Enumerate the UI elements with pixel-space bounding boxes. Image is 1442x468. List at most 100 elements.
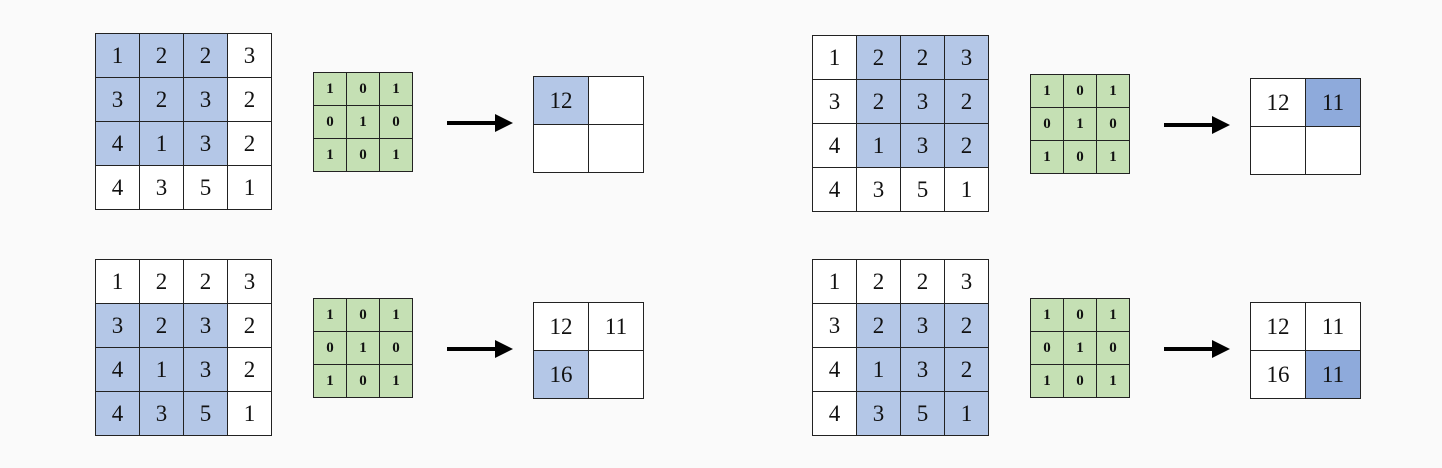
kernel-cell: 1 — [380, 299, 412, 331]
input-cell-highlighted: 2 — [945, 348, 988, 391]
output-cell: 16 — [1251, 351, 1305, 398]
kernel-cell: 1 — [347, 332, 379, 364]
input-cell: 2 — [228, 304, 271, 347]
input-cell-highlighted: 2 — [857, 80, 900, 123]
input-cell: 1 — [228, 166, 271, 209]
input-cell: 3 — [140, 166, 183, 209]
input-cell: 1 — [813, 260, 856, 303]
input-cell-highlighted: 2 — [140, 34, 183, 77]
input-cell-highlighted: 4 — [96, 348, 139, 391]
input-cell-highlighted: 3 — [901, 304, 944, 347]
input-cell-highlighted: 1 — [857, 124, 900, 167]
kernel-cell: 0 — [347, 365, 379, 397]
kernel-cell: 0 — [1031, 108, 1063, 140]
kernel-cell: 0 — [347, 299, 379, 331]
output-cell: 12 — [534, 303, 588, 350]
kernel-cell: 0 — [314, 332, 346, 364]
output-cell: 11 — [589, 303, 643, 350]
kernel-cell: 1 — [314, 139, 346, 171]
input-cell-highlighted: 2 — [857, 36, 900, 79]
input-cell-highlighted: 3 — [140, 392, 183, 435]
kernel-cell: 1 — [1031, 365, 1063, 397]
kernel-cell: 0 — [347, 139, 379, 171]
input-cell-highlighted: 3 — [184, 304, 227, 347]
right-arrow-icon — [1164, 340, 1230, 358]
input-cell: 1 — [228, 392, 271, 435]
kernel-cell: 1 — [1064, 108, 1096, 140]
input-cell: 4 — [813, 168, 856, 211]
kernel-cell: 1 — [380, 73, 412, 105]
input-cell-highlighted: 3 — [184, 78, 227, 121]
output-cell-current: 11 — [1306, 79, 1360, 126]
kernel-cell: 1 — [1064, 332, 1096, 364]
input-cell: 2 — [901, 260, 944, 303]
input-cell: 2 — [228, 122, 271, 165]
input-cell-highlighted: 2 — [901, 36, 944, 79]
input-cell: 2 — [857, 260, 900, 303]
kernel-cell: 0 — [314, 106, 346, 138]
input-cell-highlighted: 1 — [945, 392, 988, 435]
input-cell: 3 — [945, 260, 988, 303]
output-cell-current: 12 — [534, 77, 588, 124]
input-cell: 4 — [813, 392, 856, 435]
output-cell — [1251, 127, 1305, 174]
input-cell: 1 — [945, 168, 988, 211]
output-cell — [589, 351, 643, 398]
kernel-cell: 1 — [380, 365, 412, 397]
input-cell: 2 — [228, 348, 271, 391]
input-cell-highlighted: 3 — [184, 122, 227, 165]
input-cell-highlighted: 5 — [901, 392, 944, 435]
input-cell: 4 — [96, 166, 139, 209]
output-cell — [534, 125, 588, 172]
input-cell-highlighted: 2 — [857, 304, 900, 347]
kernel-cell: 1 — [314, 299, 346, 331]
right-arrow-icon — [447, 114, 513, 132]
input-cell-highlighted: 4 — [96, 392, 139, 435]
input-cell-highlighted: 2 — [945, 304, 988, 347]
kernel-cell: 0 — [1097, 108, 1129, 140]
input-cell: 3 — [228, 34, 271, 77]
input-cell-highlighted: 2 — [184, 34, 227, 77]
input-cell-highlighted: 3 — [96, 304, 139, 347]
kernel-cell: 0 — [347, 73, 379, 105]
input-cell-highlighted: 5 — [184, 392, 227, 435]
input-cell-highlighted: 1 — [96, 34, 139, 77]
kernel-cell: 0 — [380, 106, 412, 138]
input-cell-highlighted: 2 — [140, 78, 183, 121]
kernel-cell: 0 — [1064, 365, 1096, 397]
input-cell-highlighted: 2 — [140, 304, 183, 347]
output-cell — [589, 77, 643, 124]
kernel-cell: 0 — [1097, 332, 1129, 364]
input-cell: 3 — [813, 304, 856, 347]
kernel-cell: 0 — [1064, 141, 1096, 173]
input-cell: 2 — [184, 260, 227, 303]
kernel-cell: 1 — [347, 106, 379, 138]
kernel-cell: 0 — [1064, 75, 1096, 107]
input-cell: 4 — [813, 124, 856, 167]
input-cell-highlighted: 4 — [96, 122, 139, 165]
kernel-cell: 1 — [1097, 299, 1129, 331]
input-cell: 5 — [184, 166, 227, 209]
input-cell-highlighted: 2 — [945, 124, 988, 167]
input-cell: 2 — [140, 260, 183, 303]
output-cell: 12 — [1251, 79, 1305, 126]
input-cell-highlighted: 3 — [184, 348, 227, 391]
output-matrix: 12 — [533, 76, 644, 173]
input-cell: 1 — [96, 260, 139, 303]
kernel-cell: 0 — [1031, 332, 1063, 364]
input-cell: 3 — [813, 80, 856, 123]
input-cell: 5 — [901, 168, 944, 211]
input-cell-highlighted: 3 — [901, 348, 944, 391]
output-cell — [1306, 127, 1360, 174]
input-cell-highlighted: 3 — [901, 124, 944, 167]
